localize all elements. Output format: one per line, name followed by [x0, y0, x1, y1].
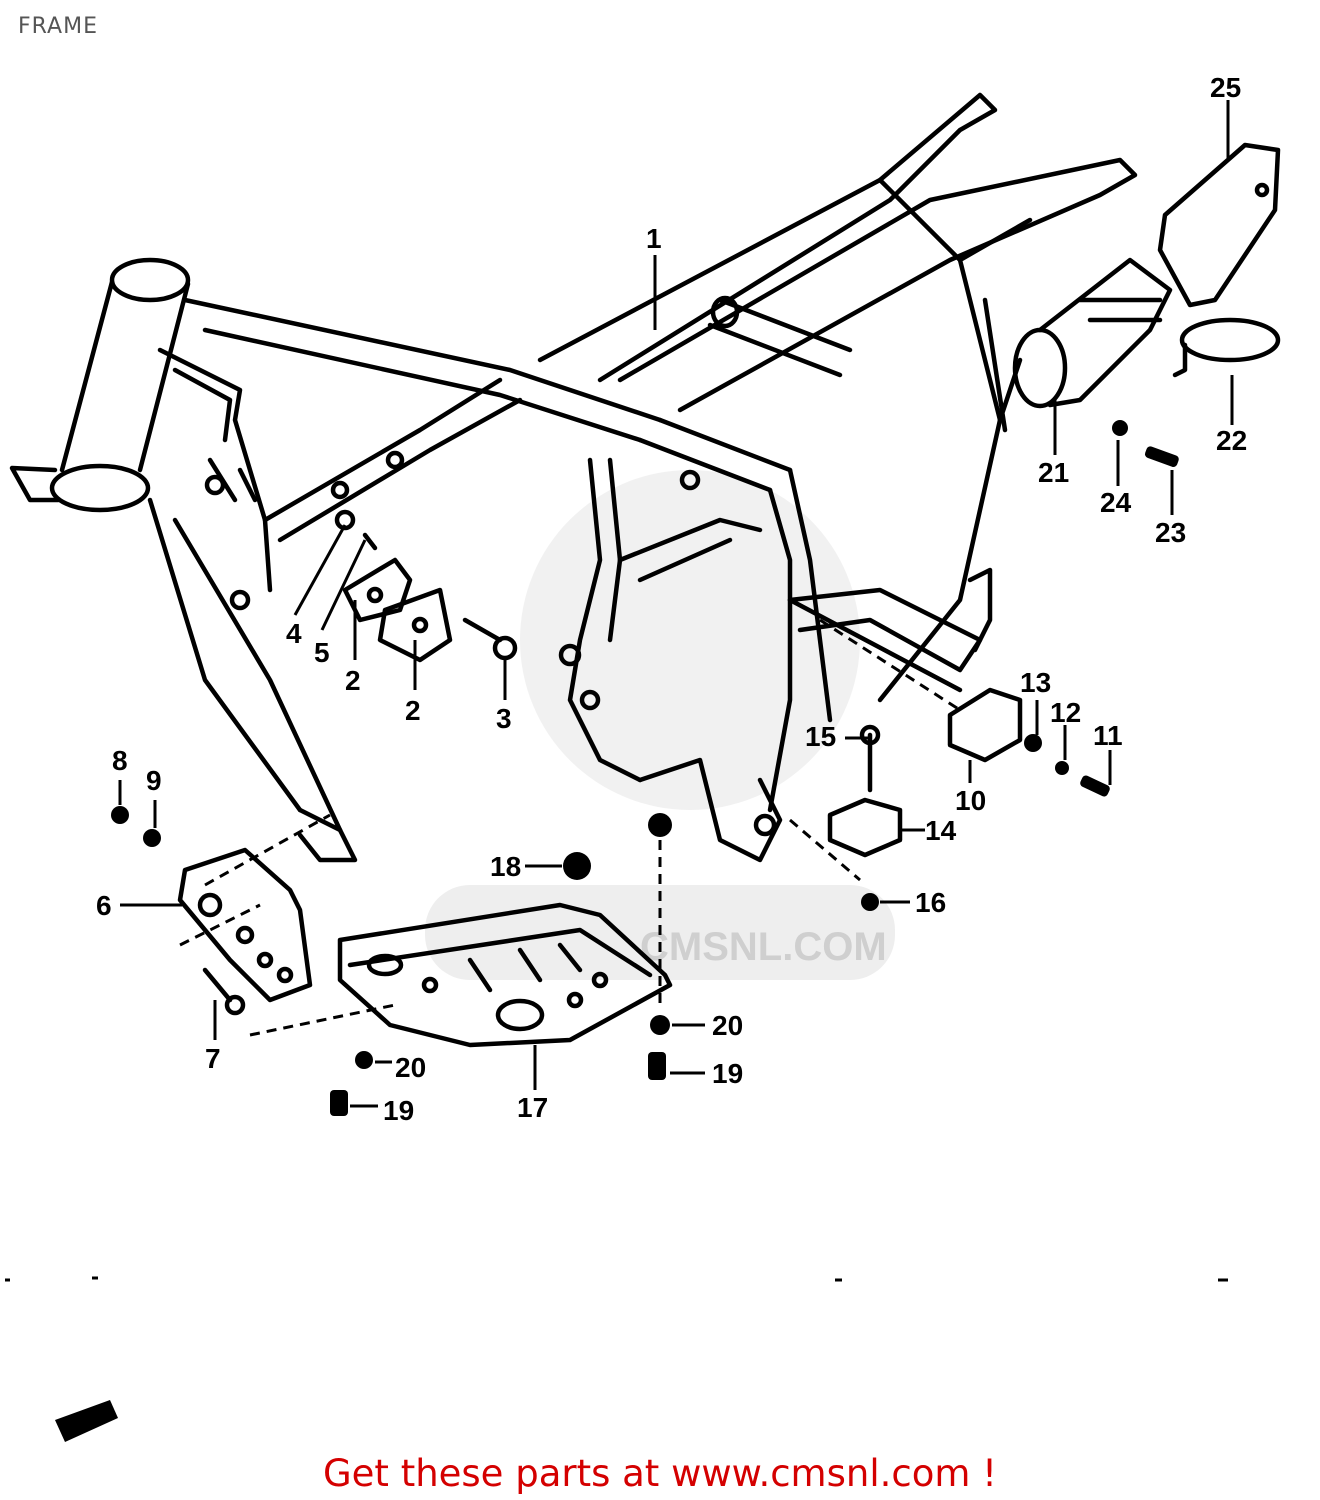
- callout-1: 1: [646, 223, 662, 254]
- rear-plate: [177, 847, 313, 1016]
- watermark-text: CMSNL.COM: [640, 925, 887, 969]
- callout-21: 21: [1038, 457, 1069, 488]
- callout-25: 25: [1210, 72, 1241, 103]
- callout-8: 8: [112, 745, 128, 776]
- callout-2: 2: [405, 695, 421, 726]
- callout-4: 4: [286, 618, 302, 649]
- callout-11: 11: [1093, 720, 1123, 751]
- callout-10: 10: [955, 785, 986, 816]
- callout-7: 7: [205, 1043, 221, 1074]
- hardware: [111, 420, 1179, 1116]
- tool-box: [1012, 257, 1173, 409]
- callout-3: 3: [496, 703, 512, 734]
- engine-hanger-brackets: [334, 509, 518, 663]
- callout-14: 14: [925, 815, 957, 846]
- callout-15: 15: [805, 721, 836, 752]
- page-title: FRAME: [18, 14, 98, 39]
- skid-plate: [337, 902, 673, 1048]
- callout-16: 16: [915, 887, 946, 918]
- callout-6: 6: [96, 890, 112, 921]
- callout-9: 9: [146, 765, 162, 796]
- tool-box-band: [1172, 317, 1281, 378]
- scan-marks: [5, 1276, 1228, 1442]
- callout-19: 19: [383, 1095, 414, 1126]
- rubber-mounts: [827, 687, 1023, 858]
- callout-20: 20: [712, 1010, 743, 1041]
- callout-22: 22: [1216, 425, 1247, 456]
- callout-23: 23: [1155, 517, 1186, 548]
- tool-box-cap: [1157, 142, 1281, 308]
- leader-lines: [118, 100, 1234, 1108]
- callout-2: 2: [345, 665, 361, 696]
- callout-5: 5: [314, 637, 330, 668]
- callouts: 1 2 2 3 4 5 6 7 8 9 10 11 12 13 14 15 16…: [96, 72, 1247, 1126]
- cta-link[interactable]: Get these parts at www.cmsnl.com !: [322, 1452, 997, 1495]
- callout-17: 17: [517, 1092, 548, 1123]
- main-frame: [9, 92, 1138, 863]
- callout-19: 19: [712, 1058, 743, 1089]
- callout-12: 12: [1050, 697, 1081, 728]
- callout-24: 24: [1100, 487, 1132, 518]
- callout-13: 13: [1020, 667, 1051, 698]
- callout-20: 20: [395, 1052, 426, 1083]
- callout-18: 18: [490, 851, 521, 882]
